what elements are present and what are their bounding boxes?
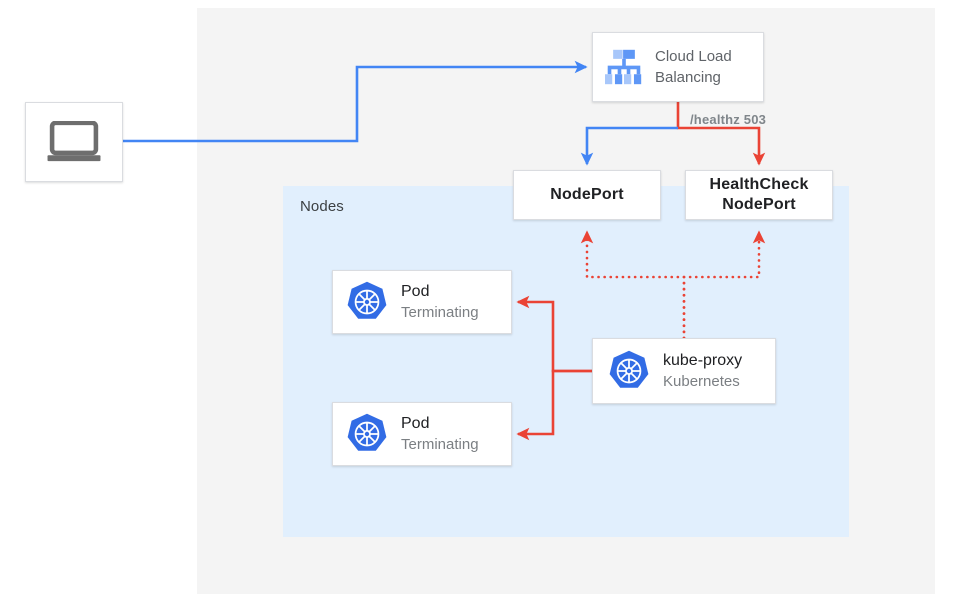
kube-proxy-text: kube-proxy Kubernetes xyxy=(663,350,742,392)
clb-label-line-1: Cloud Load xyxy=(655,48,732,65)
client-device-node[interactable] xyxy=(25,102,123,182)
pod-title: Pod xyxy=(401,283,430,300)
cloud-load-balancing-label: Cloud Load Balancing xyxy=(655,46,732,88)
kube-proxy-node[interactable]: kube-proxy Kubernetes xyxy=(592,338,776,404)
pod-node[interactable]: Pod Terminating xyxy=(332,270,512,334)
pod-status: Terminating xyxy=(401,304,479,321)
nodeport-node[interactable]: NodePort xyxy=(513,170,661,220)
kubernetes-icon xyxy=(347,413,387,451)
hc-label-line-2: NodePort xyxy=(722,196,796,213)
healthz-edge-label: /healthz 503 xyxy=(690,112,767,127)
clb-label-line-2: Balancing xyxy=(655,69,721,86)
kube-proxy-subtitle: Kubernetes xyxy=(663,373,740,390)
kube-proxy-title: kube-proxy xyxy=(663,352,743,369)
cloud-load-balancing-node[interactable]: Cloud Load Balancing xyxy=(592,32,764,102)
laptop-icon xyxy=(47,121,101,162)
nodeport-label: NodePort xyxy=(550,186,624,203)
pod-title: Pod xyxy=(401,415,430,432)
pod-node[interactable]: Pod Terminating xyxy=(332,402,512,466)
healthcheck-nodeport-label: HealthCheck NodePort xyxy=(709,175,808,215)
healthcheck-nodeport-node[interactable]: HealthCheck NodePort xyxy=(685,170,833,220)
pod-status: Terminating xyxy=(401,436,479,453)
hc-label-line-1: HealthCheck xyxy=(709,176,809,193)
load-balancer-icon xyxy=(605,49,642,85)
pod-text: Pod Terminating xyxy=(401,281,479,323)
kubernetes-icon xyxy=(347,281,387,319)
nodes-region-label: Nodes xyxy=(300,198,344,215)
pod-text: Pod Terminating xyxy=(401,413,479,455)
kubernetes-icon xyxy=(609,350,649,388)
